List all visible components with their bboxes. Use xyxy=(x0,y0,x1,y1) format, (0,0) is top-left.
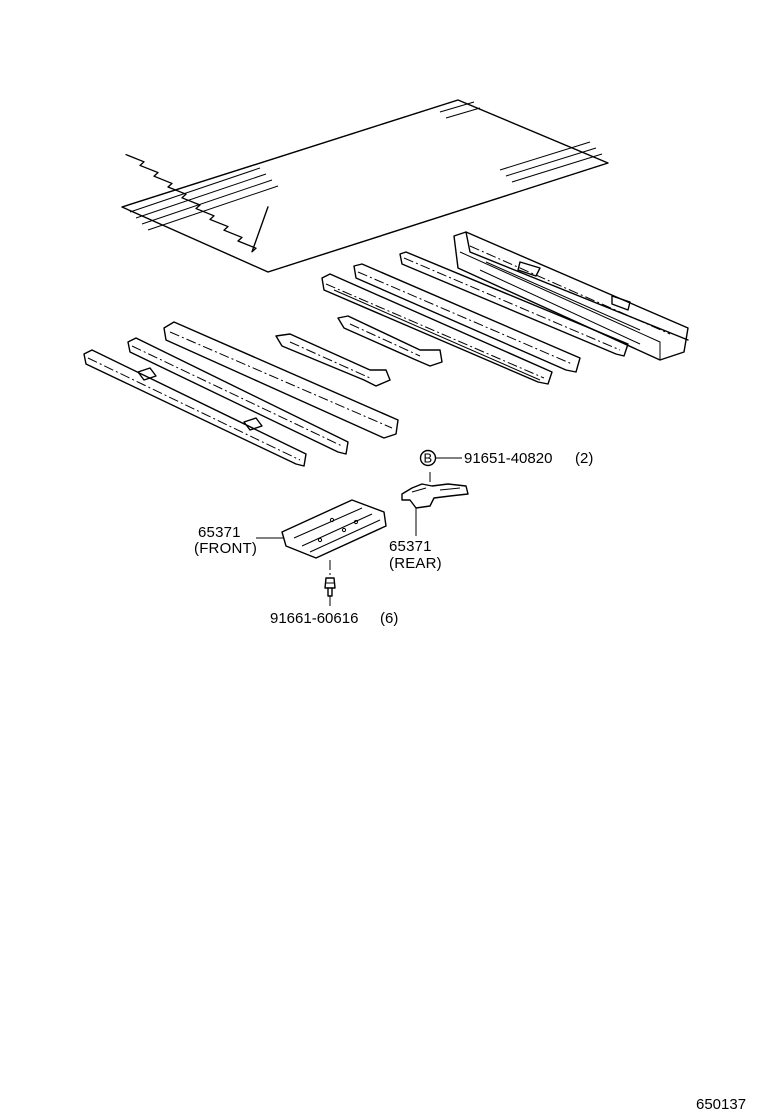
bolt-lower-qty: (6) xyxy=(380,610,398,627)
crossmember-short-2 xyxy=(275,333,391,387)
sill-left-1 xyxy=(163,321,399,439)
bracket-rear-note: (REAR) xyxy=(389,555,442,572)
bracket-front-part-number: 65371 xyxy=(198,524,241,541)
figure-code: 650137 xyxy=(696,1096,746,1112)
sill-right-2 xyxy=(353,263,581,373)
bracket-front xyxy=(281,499,387,559)
sill-left-3 xyxy=(83,349,307,467)
callout-bracket-front: 65371 (FRONT) xyxy=(194,524,284,557)
bracket-rear xyxy=(401,472,469,509)
callout-bolt-lower: 91661-60616 (6) xyxy=(270,610,398,627)
callout-bolt-b: B 91651-40820 (2) xyxy=(419,449,593,467)
side-member-right xyxy=(453,231,689,361)
sill-right-1 xyxy=(399,251,629,357)
sill-left-2 xyxy=(127,337,349,455)
bolt-b-qty: (2) xyxy=(575,450,593,467)
bolt-lower-part-number: 91661-60616 xyxy=(270,610,358,627)
bolt-lower-icon xyxy=(324,560,336,606)
floor-panel xyxy=(121,99,609,273)
sill-right-3 xyxy=(321,273,553,385)
bolt-b-part-number: 91651-40820 xyxy=(464,450,552,467)
bracket-front-note: (FRONT) xyxy=(194,540,257,557)
bracket-rear-part-number: 65371 xyxy=(389,538,432,555)
crossmember-short-1 xyxy=(337,315,443,367)
callout-bracket-rear: 65371 (REAR) xyxy=(389,508,442,572)
bolt-b-marker: B xyxy=(424,451,433,466)
